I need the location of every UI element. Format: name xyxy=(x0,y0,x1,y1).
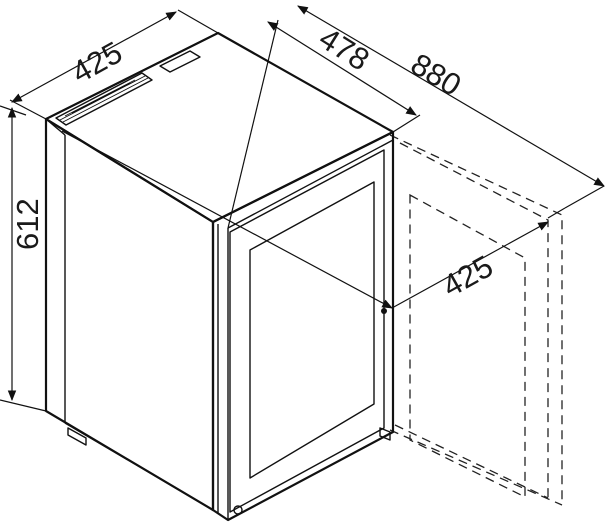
glass-door xyxy=(211,130,395,522)
cabinet-side-face xyxy=(44,117,215,512)
cabinet-body xyxy=(44,31,395,512)
foot-right xyxy=(379,427,391,441)
door-frame xyxy=(211,130,395,522)
door-glass-band xyxy=(229,149,385,513)
dim-line-door-width xyxy=(61,130,393,309)
dimension-lines xyxy=(0,5,605,412)
dim-line-width-top xyxy=(11,11,177,103)
open-door-outline xyxy=(389,134,563,506)
label-depth-open: 880 xyxy=(405,46,467,103)
vent-grille xyxy=(55,72,153,126)
foot-left xyxy=(67,427,87,446)
door-hinge-dot xyxy=(233,505,243,515)
label-door-width: 425 xyxy=(436,248,498,304)
label-height: 612 xyxy=(10,198,45,250)
door-window xyxy=(249,181,375,479)
dim-line-depth-open xyxy=(297,5,605,187)
label-depth-body: 478 xyxy=(313,20,375,77)
top-hinge-plate xyxy=(159,50,201,73)
